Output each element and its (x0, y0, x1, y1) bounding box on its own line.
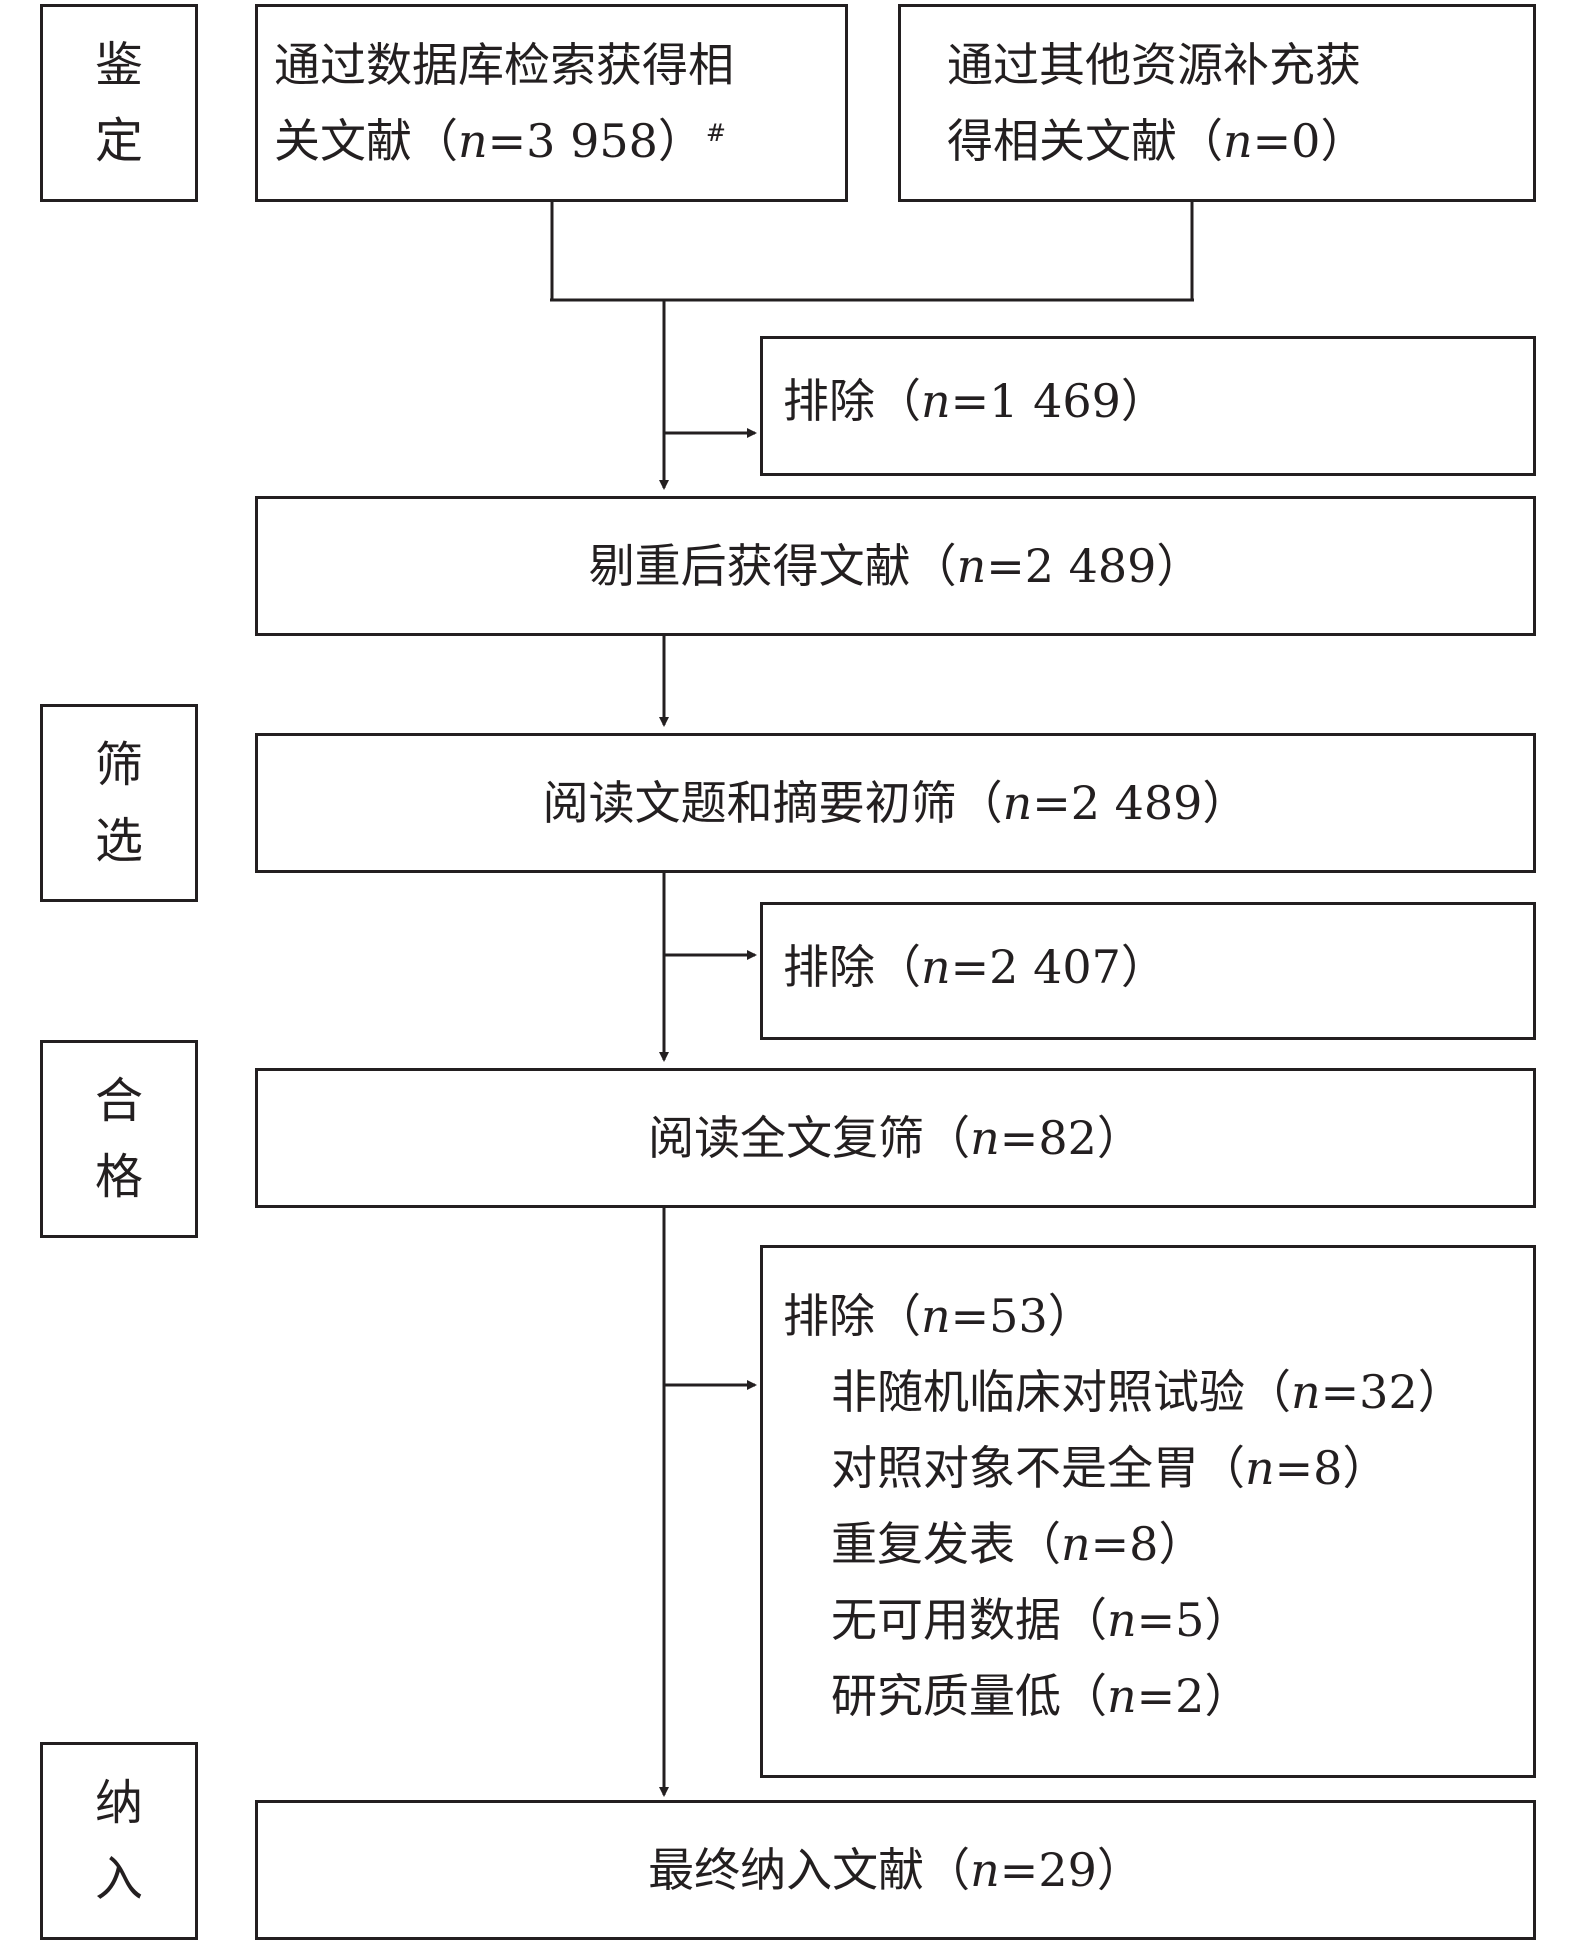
final-included-box: 最终纳入文献（n=29） (255, 1800, 1536, 1940)
stage-screening: 筛 选 (40, 704, 198, 902)
full-text-screening-box: 阅读全文复筛（n=82） (255, 1068, 1536, 1208)
exclusion-reason-non-rct: 非随机临床对照试验（n=32） (831, 1365, 1464, 1419)
stage-included-char-2: 入 (94, 1851, 143, 1907)
exclude-title-abstract-text: 排除（n=2 407） (783, 940, 1167, 994)
full-text-screening-text: 阅读全文复筛（n=82） (648, 1111, 1143, 1165)
exclusion-reason-control-not-total-gastrectomy: 对照对象不是全胃（n=8） (831, 1441, 1389, 1495)
after-dedup-text: 剔重后获得文献（n=2 489） (588, 539, 1203, 593)
database-search-line-1: 通过数据库检索获得相 (274, 38, 734, 92)
stage-screening-char-2: 选 (94, 813, 143, 869)
footnote-marker: # (705, 118, 726, 147)
database-search-box: 通过数据库检索获得相 关文献（n=3 958）# (255, 4, 848, 202)
stage-eligibility-char-2: 格 (94, 1149, 143, 1205)
stage-identification-char-2: 定 (94, 113, 143, 169)
title-abstract-screening-box: 阅读文题和摘要初筛（n=2 489） (255, 733, 1536, 873)
stage-eligibility: 合 格 (40, 1040, 198, 1238)
exclude-full-text-heading: 排除（n=53） (783, 1289, 1094, 1343)
other-sources-line-1: 通过其他资源补充获 (947, 38, 1361, 92)
exclude-title-abstract-box: 排除（n=2 407） (760, 902, 1536, 1040)
other-sources-box: 通过其他资源补充获 得相关文献（n=0） (898, 4, 1536, 202)
stage-eligibility-char-1: 合 (94, 1073, 143, 1129)
final-included-text: 最终纳入文献（n=29） (648, 1843, 1143, 1897)
after-dedup-box: 剔重后获得文献（n=2 489） (255, 496, 1536, 636)
database-search-line-2: 关文献（n=3 958）# (274, 114, 726, 168)
exclude-duplicates-text: 排除（n=1 469） (783, 374, 1167, 428)
exclusion-reason-low-quality: 研究质量低（n=2） (831, 1669, 1251, 1723)
exclusion-reason-duplicate-publication: 重复发表（n=8） (831, 1517, 1205, 1571)
exclusion-reason-no-usable-data: 无可用数据（n=5） (831, 1593, 1251, 1647)
exclude-full-text-box: 排除（n=53） 非随机临床对照试验（n=32） 对照对象不是全胃（n=8） 重… (760, 1245, 1536, 1778)
stage-identification-char-1: 鉴 (94, 37, 143, 93)
stage-included: 纳 入 (40, 1742, 198, 1940)
exclusion-reasons-list: 非随机临床对照试验（n=32） 对照对象不是全胃（n=8） 重复发表（n=8） … (783, 1354, 1533, 1734)
other-sources-line-2: 得相关文献（n=0） (947, 114, 1367, 168)
exclude-duplicates-box: 排除（n=1 469） (760, 336, 1536, 476)
stage-identification: 鉴 定 (40, 4, 198, 202)
title-abstract-screening-text: 阅读文题和摘要初筛（n=2 489） (542, 776, 1249, 830)
stage-included-char-1: 纳 (94, 1775, 143, 1831)
stage-screening-char-1: 筛 (94, 737, 143, 793)
